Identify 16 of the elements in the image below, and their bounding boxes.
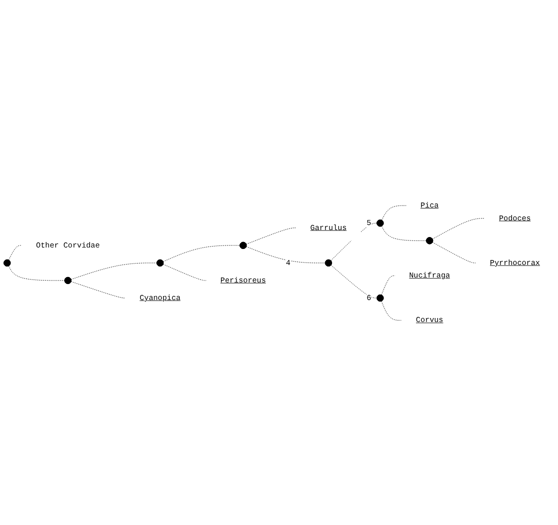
connector: [162, 244, 240, 262]
connector: [70, 262, 157, 280]
connector: [330, 264, 378, 298]
connector: [381, 204, 406, 220]
connector: [8, 265, 65, 280]
connector: [381, 300, 402, 320]
connector: [381, 275, 396, 295]
connector: [432, 218, 485, 239]
connector: [381, 225, 426, 240]
connector: [8, 244, 22, 260]
connector: [246, 246, 326, 263]
connector: [432, 242, 476, 263]
connector: [70, 280, 126, 298]
connector: [246, 227, 296, 244]
connector: [330, 222, 378, 260]
connector: [162, 264, 206, 280]
